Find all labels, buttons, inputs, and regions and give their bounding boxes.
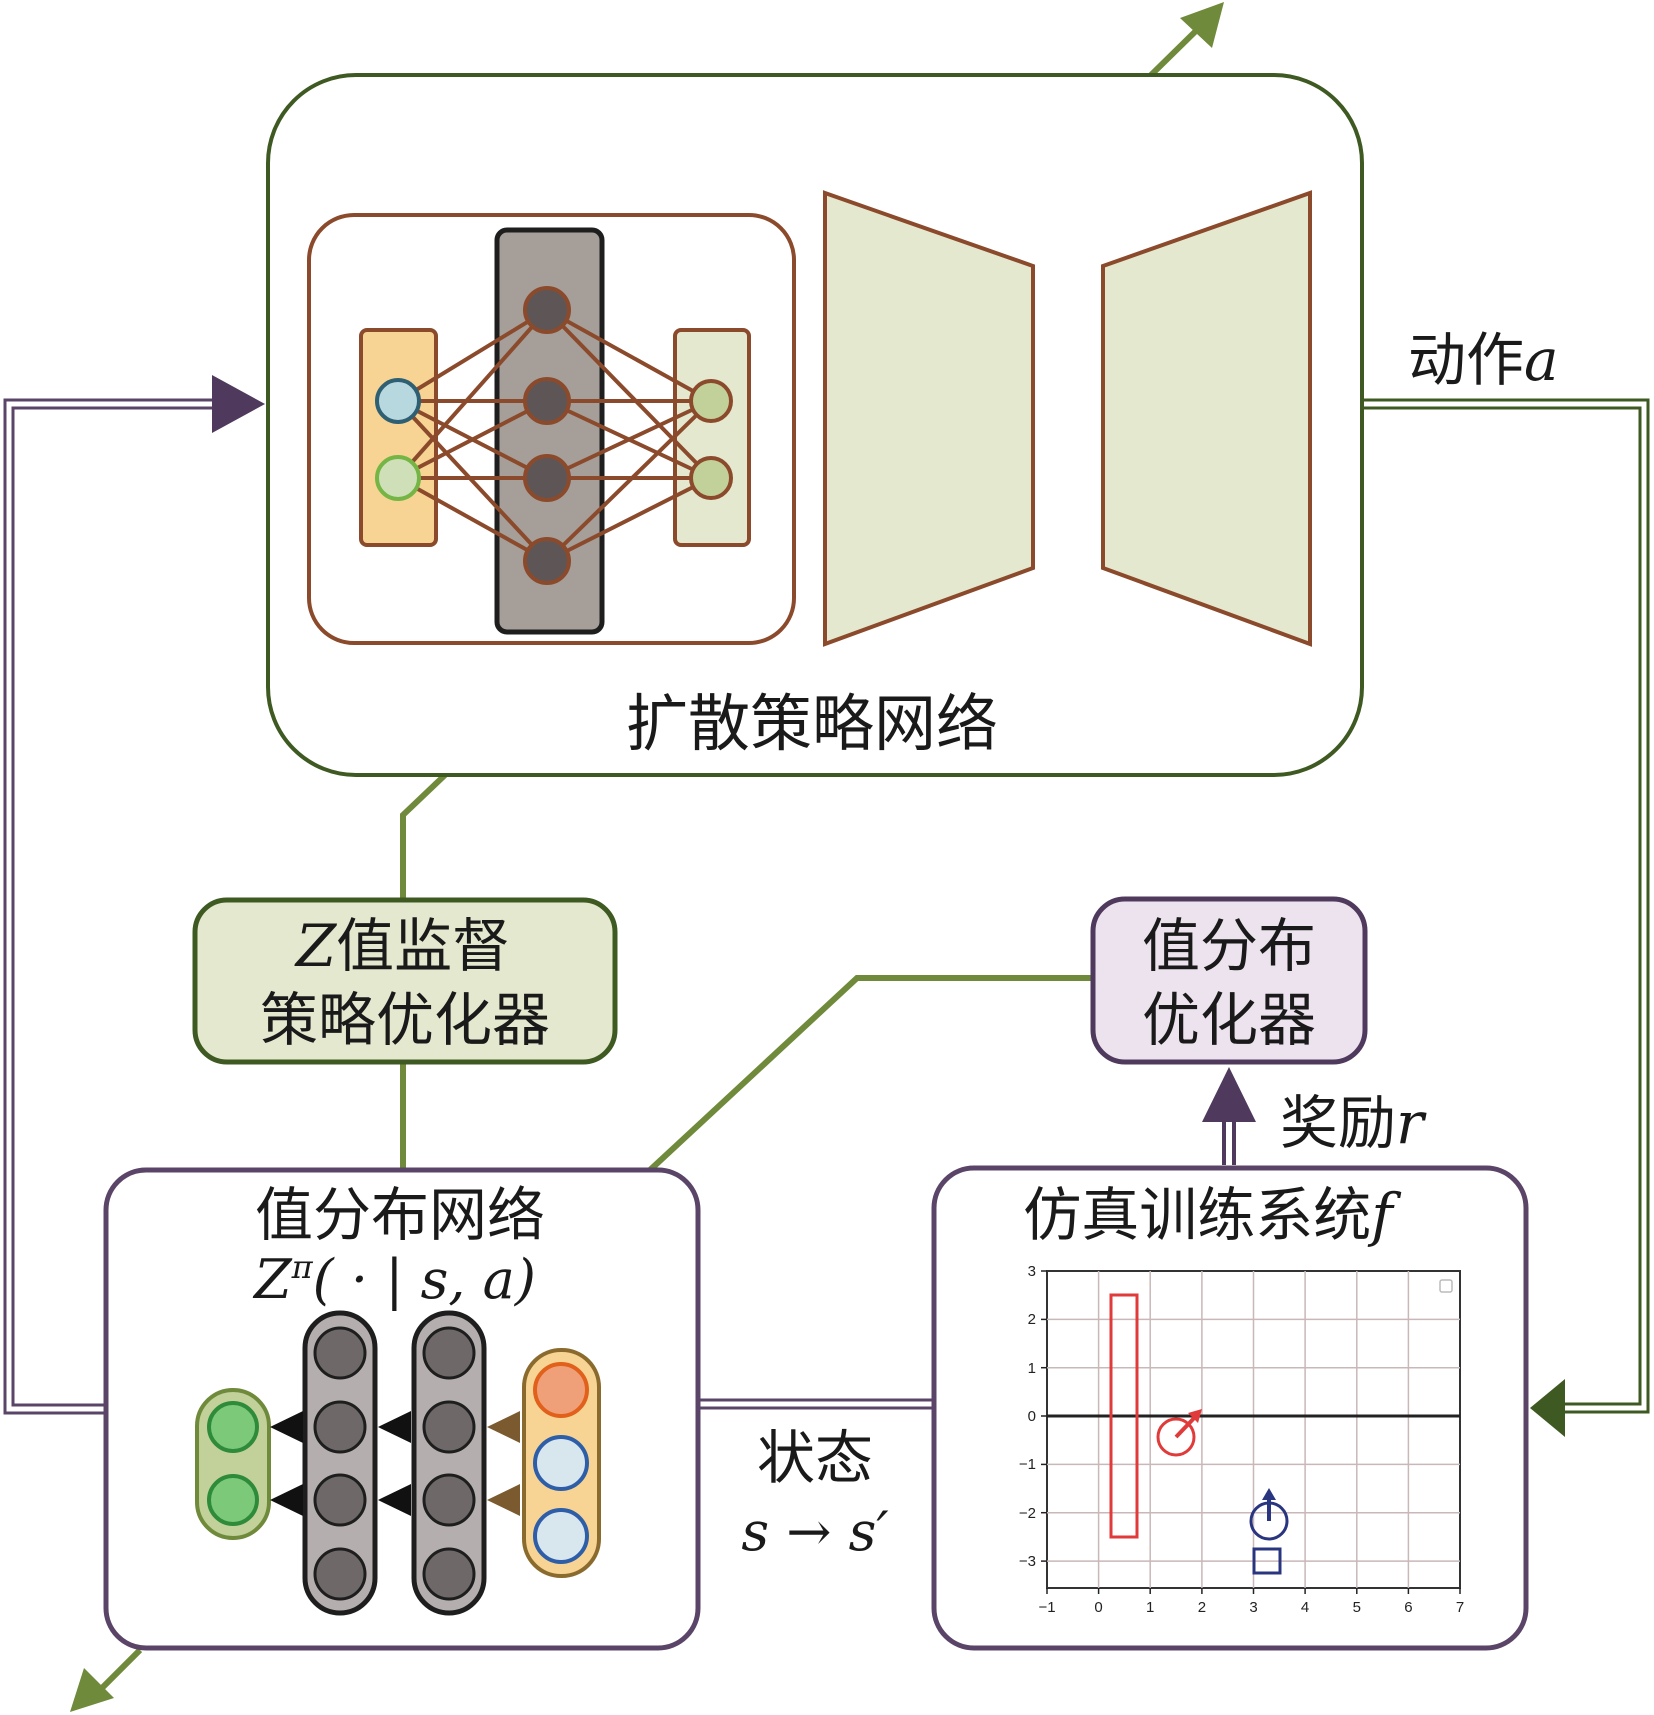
sim-system-title: 仿真训练系统f <box>1023 1181 1402 1249</box>
x-tick-label: 5 <box>1353 1599 1361 1616</box>
hidden-node-3 <box>523 454 571 502</box>
state-transition: s → s′ <box>741 1500 888 1563</box>
x-tick-label: 7 <box>1456 1599 1464 1616</box>
x-tick-label: 4 <box>1301 1599 1309 1616</box>
sim-plot-legend-box <box>1439 1279 1453 1293</box>
x-tick-label: −1 <box>1038 1599 1055 1616</box>
y-tick-label: 2 <box>1028 1311 1036 1328</box>
value-dist-network-label: 值分布网络 <box>255 1181 545 1249</box>
x-tick-label: 2 <box>1198 1599 1206 1616</box>
value-hidden2-node-1 <box>422 1326 476 1380</box>
state-feedback-line <box>3 398 215 1415</box>
value-hidden2-node-4 <box>422 1547 476 1601</box>
output-layer <box>673 328 751 547</box>
value-hidden1-node-3 <box>313 1473 367 1527</box>
decoder-trapezoid <box>1101 190 1312 647</box>
sim-system-label: 仿真训练系统 <box>1023 1181 1371 1249</box>
y-tick-label: −3 <box>1019 1553 1036 1570</box>
value-dist-optimizer-line2: 优化器 <box>1142 986 1316 1054</box>
output-node-2 <box>689 456 733 500</box>
z-optimizer-line1-text: 值监督 <box>336 912 510 980</box>
reward-label-text: 奖励 <box>1280 1089 1396 1157</box>
action-arrowhead <box>1530 1379 1565 1437</box>
y-tick-label: 1 <box>1028 1360 1036 1377</box>
hidden-node-4 <box>523 537 571 585</box>
input-node-1 <box>375 378 421 424</box>
obstacle-rect <box>1109 1293 1139 1539</box>
value-hidden-column-1 <box>302 1310 378 1616</box>
y-tick-label: 3 <box>1028 1263 1036 1280</box>
hidden-node-1 <box>523 286 571 334</box>
value-hidden2-node-2 <box>422 1400 476 1454</box>
state-feedback-arrowhead <box>212 375 265 433</box>
y-tick-label: −1 <box>1019 1456 1036 1473</box>
sim-plot-y-tick-labels: 3 2 1 0 −1 −2 −3 <box>1019 1263 1036 1570</box>
sim-plot-x-ticks <box>1046 1588 1461 1594</box>
sim-plot-y-ticks <box>1041 1270 1047 1562</box>
reward-symbol: r <box>1396 1089 1427 1157</box>
output-node-1 <box>689 379 733 423</box>
value-output-node-1 <box>207 1401 259 1453</box>
output-exit-arrowhead <box>1180 2 1224 48</box>
reward-line <box>1222 1118 1236 1165</box>
value-dist-optimizer-box <box>1090 896 1368 1065</box>
z-optimizer-line2: 策略优化器 <box>260 986 550 1054</box>
reward-arrowhead <box>1202 1067 1256 1122</box>
policy-to-z-optimizer-line <box>400 772 448 900</box>
action-label-text: 动作 <box>1408 326 1524 394</box>
value-network-to-optimizer-line <box>647 975 1093 1173</box>
hidden-node-2 <box>523 377 571 425</box>
action-label: 动作a <box>1408 326 1559 394</box>
policy-network-label: 扩散策略网络 <box>626 687 998 760</box>
x-tick-label: 1 <box>1146 1599 1154 1616</box>
value-hidden2-node-3 <box>422 1473 476 1527</box>
sim-plot-x-tick-labels: −1 0 1 2 3 4 5 6 7 <box>1038 1599 1464 1616</box>
sim-plot: −1 0 1 2 3 4 5 6 7 3 2 1 0 −1 −2 −3 <box>1019 1263 1464 1616</box>
state-label: 状态 <box>757 1424 873 1492</box>
z-policy-optimizer-box <box>192 897 618 1065</box>
encoder-trapezoid <box>823 190 1035 647</box>
value-hidden1-node-2 <box>313 1400 367 1454</box>
x-tick-label: 6 <box>1404 1599 1412 1616</box>
value-hidden1-node-4 <box>313 1547 367 1601</box>
value-dist-formula: Zπ( · | s, a) <box>252 1248 536 1311</box>
value-hidden-column-2 <box>411 1310 487 1616</box>
value-input-node-2 <box>533 1435 589 1491</box>
value-input-node-1 <box>533 1362 589 1418</box>
x-tick-label: 0 <box>1094 1599 1102 1616</box>
z-symbol: Z <box>294 912 338 980</box>
input-node-2 <box>375 455 421 501</box>
input-layer <box>359 328 438 547</box>
agent-heading-arrowhead <box>1188 1409 1202 1423</box>
formula-z: Z <box>252 1248 293 1311</box>
value-dist-optimizer-line1: 值分布 <box>1142 912 1316 980</box>
formula-args: ( · | s, a) <box>313 1248 536 1311</box>
x-tick-label: 3 <box>1249 1599 1257 1616</box>
y-tick-label: −2 <box>1019 1505 1036 1522</box>
formula-pi: π <box>291 1248 314 1286</box>
action-symbol: a <box>1524 326 1559 394</box>
neural-connections <box>396 308 713 563</box>
y-tick-label: 0 <box>1028 1408 1036 1425</box>
goal-square <box>1252 1547 1282 1575</box>
target-heading-arrowhead <box>1262 1488 1276 1500</box>
value-network-flow-arrows <box>270 1411 520 1516</box>
value-hidden1-node-1 <box>313 1326 367 1380</box>
bottom-exit-arrowhead <box>70 1668 114 1712</box>
state-line <box>698 1398 934 1410</box>
reward-label: 奖励r <box>1280 1089 1427 1157</box>
value-output-node-2 <box>207 1474 259 1526</box>
agent-circle <box>1156 1417 1196 1457</box>
value-input-node-3 <box>533 1508 589 1564</box>
action-line <box>1362 398 1650 1414</box>
z-optimizer-line1: Z值监督 <box>294 912 510 980</box>
